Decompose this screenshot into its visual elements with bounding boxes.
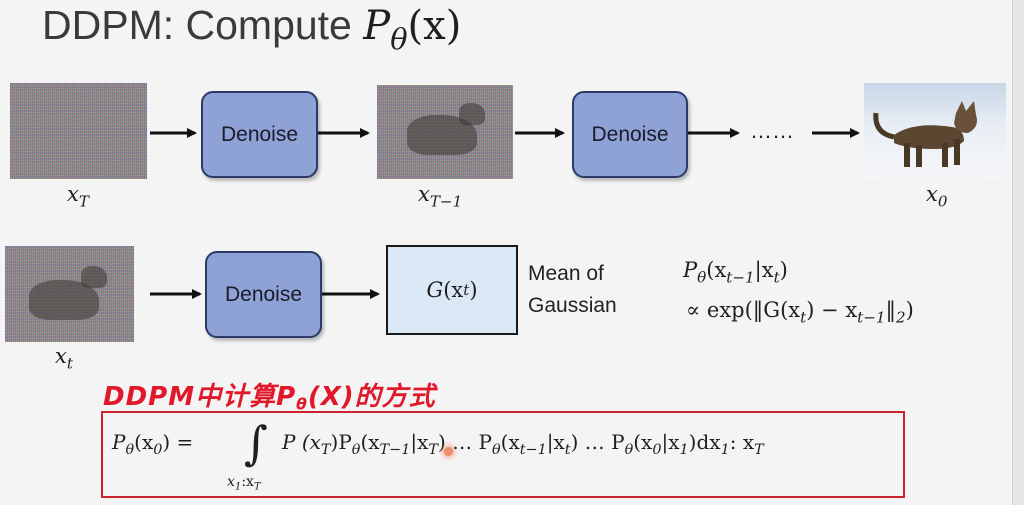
denoise-box-2: Denoise bbox=[572, 91, 688, 178]
label-xt: xt bbox=[55, 344, 73, 373]
title-math: Pθ(x) bbox=[363, 3, 462, 57]
mean-label-line1: Mean of bbox=[528, 262, 604, 285]
label-x0: x0 bbox=[926, 182, 948, 211]
laser-pointer-dot bbox=[444, 447, 453, 456]
slide-title: DDPM: Compute Pθ(x) bbox=[42, 2, 461, 56]
handwritten-annotation: DDPM中计算Pθ(X)的方式 bbox=[103, 382, 436, 414]
denoise-box-3: Denoise bbox=[205, 251, 322, 338]
denoise-box-1: Denoise bbox=[201, 91, 318, 178]
label-xT-1: xT−1 bbox=[418, 182, 463, 211]
noise-image-xT bbox=[10, 83, 147, 179]
prob-line-2: ∝ exp(‖G(xt) − xt−1‖2) bbox=[686, 298, 914, 327]
cat-silhouette-xt-head bbox=[81, 266, 107, 288]
ellipsis-dots: …… bbox=[750, 118, 794, 143]
cat-drawing bbox=[864, 101, 1004, 179]
integral-sign: ∫ bbox=[244, 416, 268, 470]
integral-limits: x1:xT bbox=[227, 474, 261, 493]
window-edge bbox=[1012, 0, 1024, 505]
cat-silhouette-head bbox=[459, 103, 485, 125]
formula-body: P (xT)Pθ(xT−1|xT) … Pθ(xt−1|xt) … Pθ(x0|… bbox=[282, 430, 764, 459]
formula-frame bbox=[101, 411, 905, 498]
formula-lhs: Pθ(x0) = bbox=[112, 430, 194, 459]
noise-image-xt bbox=[5, 246, 134, 342]
cat-photo-x0 bbox=[864, 83, 1006, 179]
noise-image-xT1 bbox=[377, 85, 513, 179]
prob-line-1: Pθ(xt−1|xt) bbox=[683, 258, 788, 287]
mean-label-line2: Gaussian bbox=[528, 294, 617, 317]
label-xT: xT bbox=[67, 182, 89, 211]
title-text: DDPM: Compute bbox=[42, 2, 364, 48]
